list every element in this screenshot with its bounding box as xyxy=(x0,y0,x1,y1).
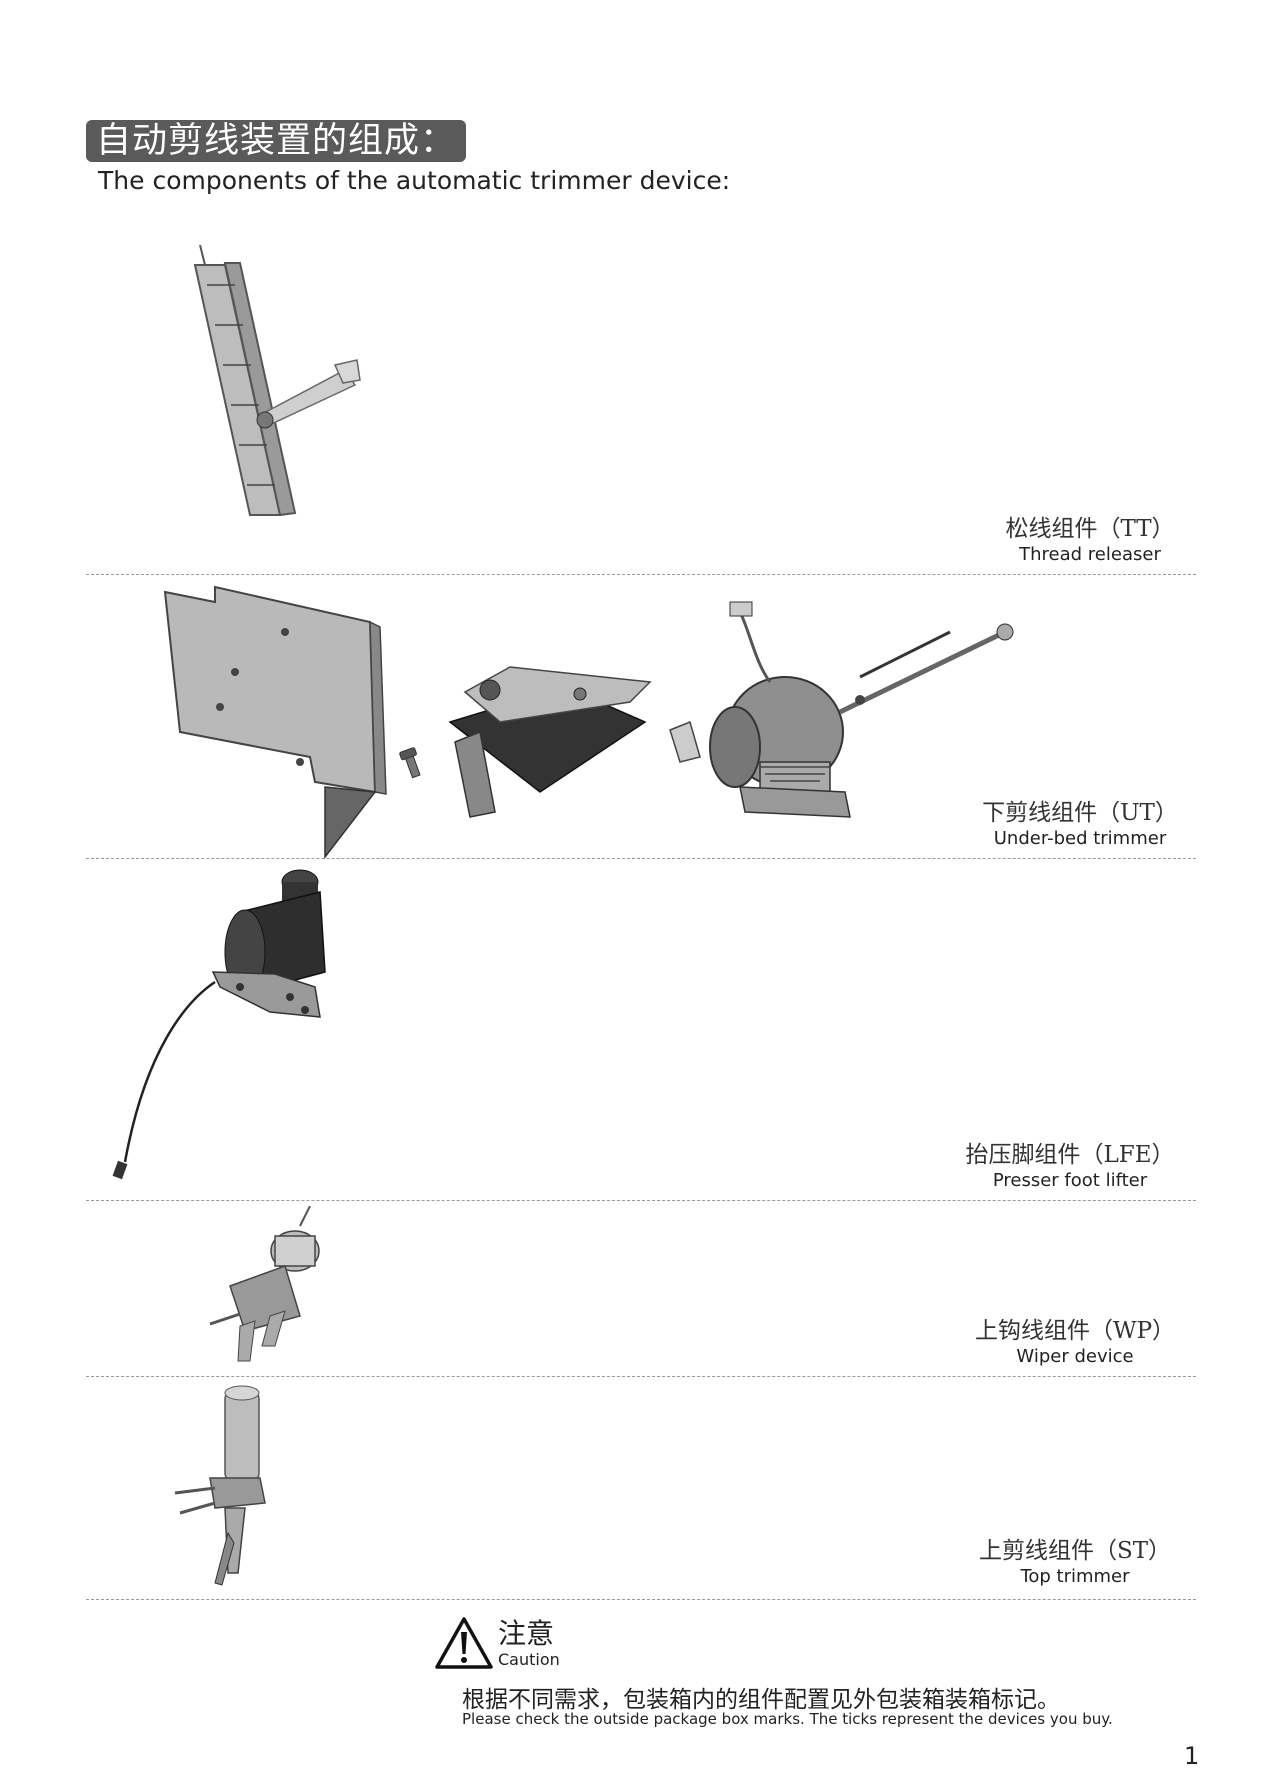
component-label-st: 上剪线组件（ST） Top trimmer xyxy=(978,1538,1172,1587)
under-bed-trimmer-illustration xyxy=(163,585,1014,860)
caution-note-cn: 根据不同需求，包装箱内的组件配置见外包装箱装箱标记。 xyxy=(462,1687,1060,1713)
caution-title-en: Caution xyxy=(498,1650,560,1669)
wiper-device-illustration xyxy=(209,1206,320,1362)
top-trimmer-illustration xyxy=(174,1385,266,1586)
section-title-en: The components of the automatic trimmer … xyxy=(98,166,731,195)
section-divider xyxy=(86,1200,1196,1201)
section-title-cn: 自动剪线装置的组成： xyxy=(86,120,467,162)
caution-note-en: Please check the outside package box mar… xyxy=(462,1710,1113,1728)
component-label-tt: 松线组件（TT） Thread releaser xyxy=(1005,516,1175,565)
section-divider xyxy=(86,1376,1196,1377)
caution-title-cn: 注意 xyxy=(498,1617,555,1650)
section-divider xyxy=(86,574,1196,575)
page-number: 1 xyxy=(1184,1742,1200,1770)
component-label-wp: 上钩线组件（WP） Wiper device xyxy=(974,1318,1176,1367)
component-label-ut: 下剪线组件（UT） Under-bed trimmer xyxy=(982,800,1178,849)
component-label-lfe: 抬压脚组件（LFE） Presser foot lifter xyxy=(965,1142,1175,1191)
warning-triangle-icon xyxy=(435,1617,493,1669)
section-divider xyxy=(86,858,1196,859)
presser-foot-lifter-illustration xyxy=(112,869,326,1180)
section-divider xyxy=(86,1599,1196,1600)
thread-releaser-illustration xyxy=(193,245,361,517)
